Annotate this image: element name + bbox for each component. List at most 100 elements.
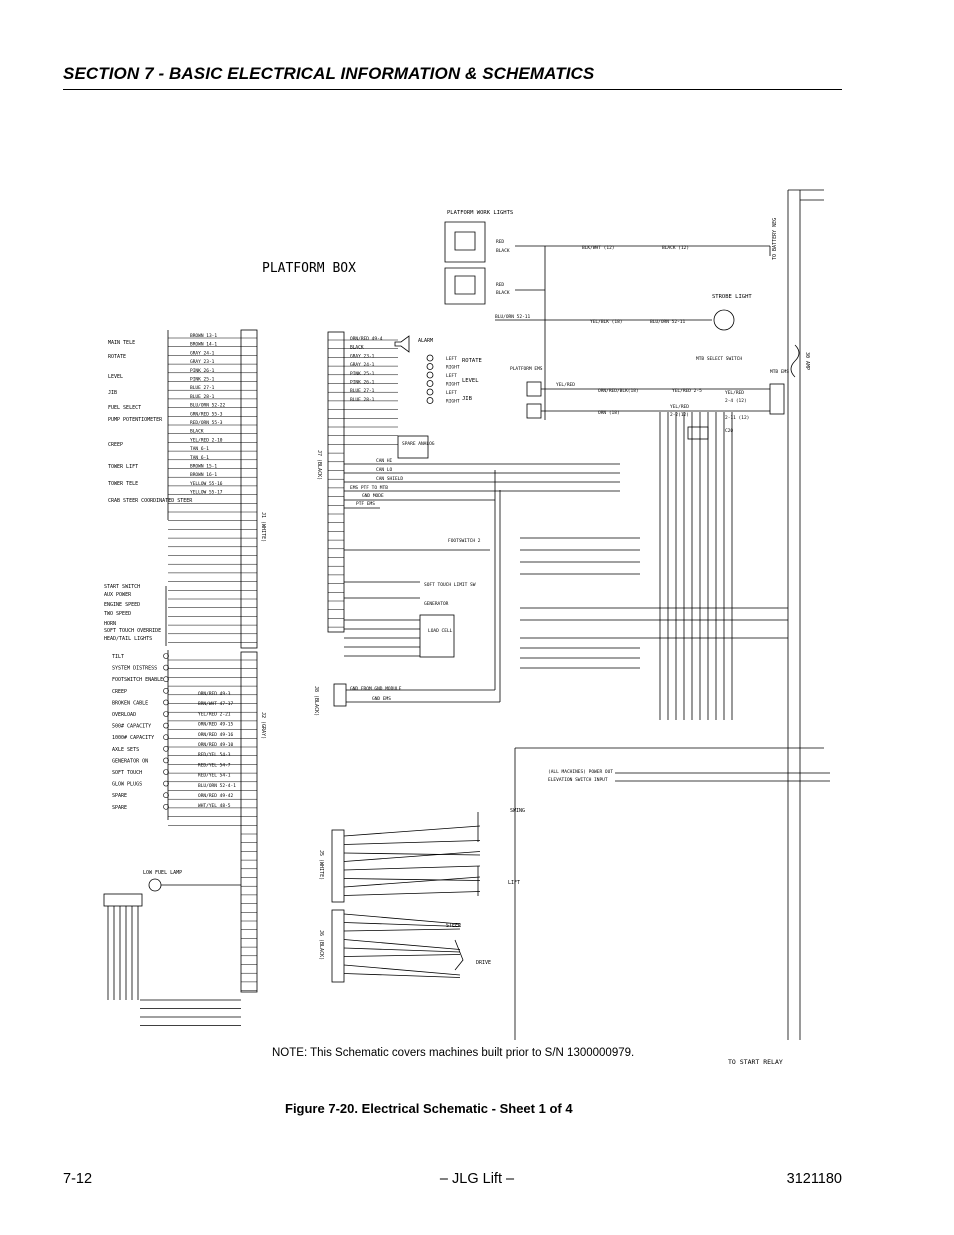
left-function-label: AUX POWER	[104, 592, 132, 598]
alarm	[394, 335, 410, 353]
left-function-label: START SWITCH	[104, 584, 140, 590]
svg-text:ORN/RED/BLK(18): ORN/RED/BLK(18)	[598, 388, 639, 394]
left-function-label: LEVEL	[108, 374, 123, 380]
indicator-label: SPARE	[112, 793, 127, 799]
strobe-light-label: STROBE LIGHT	[712, 294, 752, 300]
analyzer-connector	[103, 893, 143, 907]
svg-text:2-11 (12): 2-11 (12)	[725, 415, 749, 421]
j8-label: J8 (BLACK)	[313, 686, 319, 716]
indicator-label: SYSTEM DISTRESS	[112, 666, 157, 672]
footer-brand: – JLG Lift –	[439, 1171, 515, 1187]
left-function-label: TOWER TELE	[108, 481, 138, 487]
svg-text:YEL/RED: YEL/RED	[556, 382, 575, 388]
svg-text:GND MODE: GND MODE	[362, 493, 384, 499]
j7-label: J7 (BLACK)	[316, 450, 322, 480]
left-function-label: JIB	[108, 390, 117, 396]
j1-wire-label: BROWN 15-1	[190, 464, 217, 470]
indicator-label: FOOTSWITCH ENABLE	[112, 677, 163, 683]
svg-text:ORN (18): ORN (18)	[598, 410, 620, 416]
svg-text:YEL/BLK (18): YEL/BLK (18)	[590, 319, 623, 325]
svg-text:BLU/ORN 52-11: BLU/ORN 52-11	[650, 319, 686, 325]
j2-wire-label: ORN/RED 49-42	[198, 793, 234, 799]
j1-wire-label: TAN 6-1	[190, 455, 209, 461]
indicator-label: OVERLOAD	[112, 712, 136, 718]
j1-wire-label: PINK 25-1	[190, 377, 215, 383]
svg-text:RED: RED	[496, 282, 504, 288]
fuse	[790, 344, 800, 378]
j1-wire-label: BLACK	[190, 429, 204, 435]
svg-text:C20: C20	[725, 428, 733, 434]
indicator-label: AXLE SETS	[112, 747, 139, 753]
left-function-label: HEAD/TAIL LIGHTS	[104, 636, 152, 642]
svg-text:RIGHT: RIGHT	[446, 399, 460, 405]
left-function-label: HORN	[104, 621, 116, 627]
j8-connector	[333, 683, 347, 707]
footswitch-label: FOOTSWITCH 2	[448, 538, 481, 544]
svg-text:2-4 (12): 2-4 (12)	[725, 398, 747, 404]
fuse-label: 30 AMP	[804, 352, 810, 370]
spare-analog	[397, 435, 429, 459]
platform-box-title: PLATFORM BOX	[262, 261, 356, 276]
generator-label: GENERATOR	[424, 601, 449, 607]
to-start-relay-label: TO START RELAY	[728, 1058, 783, 1066]
svg-text:RIGHT: RIGHT	[446, 365, 460, 371]
svg-text:BLACK: BLACK	[496, 290, 510, 296]
j1-wire-label: YELLOW 55-16	[190, 481, 223, 487]
indicator-label: 500# CAPACITY	[112, 724, 151, 730]
j2-wire-label: ORN/RED 49-15	[198, 722, 234, 728]
elevation-switch-label-1: (ALL MACHINES) POWER OUT	[548, 769, 613, 775]
j1-wire-label: BLU/ORN 52-22	[190, 403, 226, 409]
elevation-switch-label-2: ELEVATION SWITCH INPUT	[548, 777, 608, 783]
left-function-label: ROTATE	[108, 354, 126, 360]
indicator-label: 1000# CAPACITY	[112, 735, 154, 741]
svg-text:LEFT: LEFT	[446, 390, 457, 396]
mtb-select-label: MTB SELECT SWITCH	[696, 356, 742, 362]
svg-text:2-2(12): 2-2(12)	[670, 412, 689, 418]
work-light-1	[444, 221, 486, 263]
rotate-label: ROTATE	[462, 358, 482, 364]
page-number: 7-12	[63, 1171, 93, 1187]
load-cell-label: LOAD CELL	[428, 628, 453, 634]
alarm-label: ALARM	[418, 338, 433, 344]
svg-text:YEL/RED: YEL/RED	[725, 390, 744, 396]
indicator-label: GLOW PLUGS	[112, 782, 142, 788]
gnd-ems-label: GND EMS	[372, 696, 391, 702]
svg-text:PTF EMS: PTF EMS	[356, 501, 375, 507]
j7-wire-label: ORN/RED 49-4	[350, 336, 383, 342]
svg-text:LEFT: LEFT	[446, 373, 457, 379]
j7-wire-label: GRAY 23-1	[350, 353, 375, 359]
j2-wire-label: BLU/ORN 52-4-1	[198, 783, 236, 789]
j1-wire-label: BROWN 13-1	[190, 333, 217, 339]
j1-wire-label: GRAY 24-1	[190, 350, 215, 356]
svg-text:BLK/WHT (12): BLK/WHT (12)	[582, 245, 615, 251]
battery-neg-label: TO BATTERY NEG	[772, 218, 778, 260]
j1-wire-label: BROWN 16-1	[190, 472, 217, 478]
gnd-from-module-label: GND FROM GND MODULE	[350, 686, 402, 692]
can-label: CAN LO	[376, 467, 393, 473]
work-light-2	[444, 267, 486, 305]
svg-text:YEL/RED 2-5: YEL/RED 2-5	[672, 388, 702, 394]
indicator-label: SPARE	[112, 805, 127, 811]
svg-text:BLU/ORN 52-11: BLU/ORN 52-11	[495, 314, 531, 320]
svg-text:LEFT: LEFT	[446, 356, 457, 362]
low-fuel-lamp-label: LOW FUEL LAMP	[143, 870, 182, 876]
platform-work-lights-label: PLATFORM WORK LIGHTS	[447, 210, 513, 216]
left-function-label: TWO SPEED	[104, 611, 131, 617]
svg-text:RED: RED	[496, 239, 504, 245]
figure-caption: Figure 7-20. Electrical Schematic - Shee…	[285, 1101, 573, 1116]
platform-ems-label: PLATFORM EMS	[510, 366, 543, 372]
j2-connector	[240, 651, 258, 993]
j7-wire-label: BLUE 27-1	[350, 388, 375, 394]
j1-connector	[240, 329, 258, 649]
can-label: CAN SHIELD	[376, 476, 403, 482]
j7-connector	[327, 331, 345, 633]
j2-wire-label: RED/YEL 54-7	[198, 762, 231, 768]
load-cell	[419, 614, 455, 658]
j1-wire-label: TAN 6-1	[190, 446, 209, 452]
j2-wire-label: ORN/RED 49-10	[198, 742, 234, 748]
j2-label: J2 (GRAY)	[260, 712, 266, 739]
j2-wire-label: ORN/RED 49-16	[198, 732, 234, 738]
lift-label: LIFT	[508, 880, 520, 886]
indicator-label: GENERATOR ON	[112, 758, 148, 764]
left-function-label: FUEL SELECT	[108, 405, 141, 411]
